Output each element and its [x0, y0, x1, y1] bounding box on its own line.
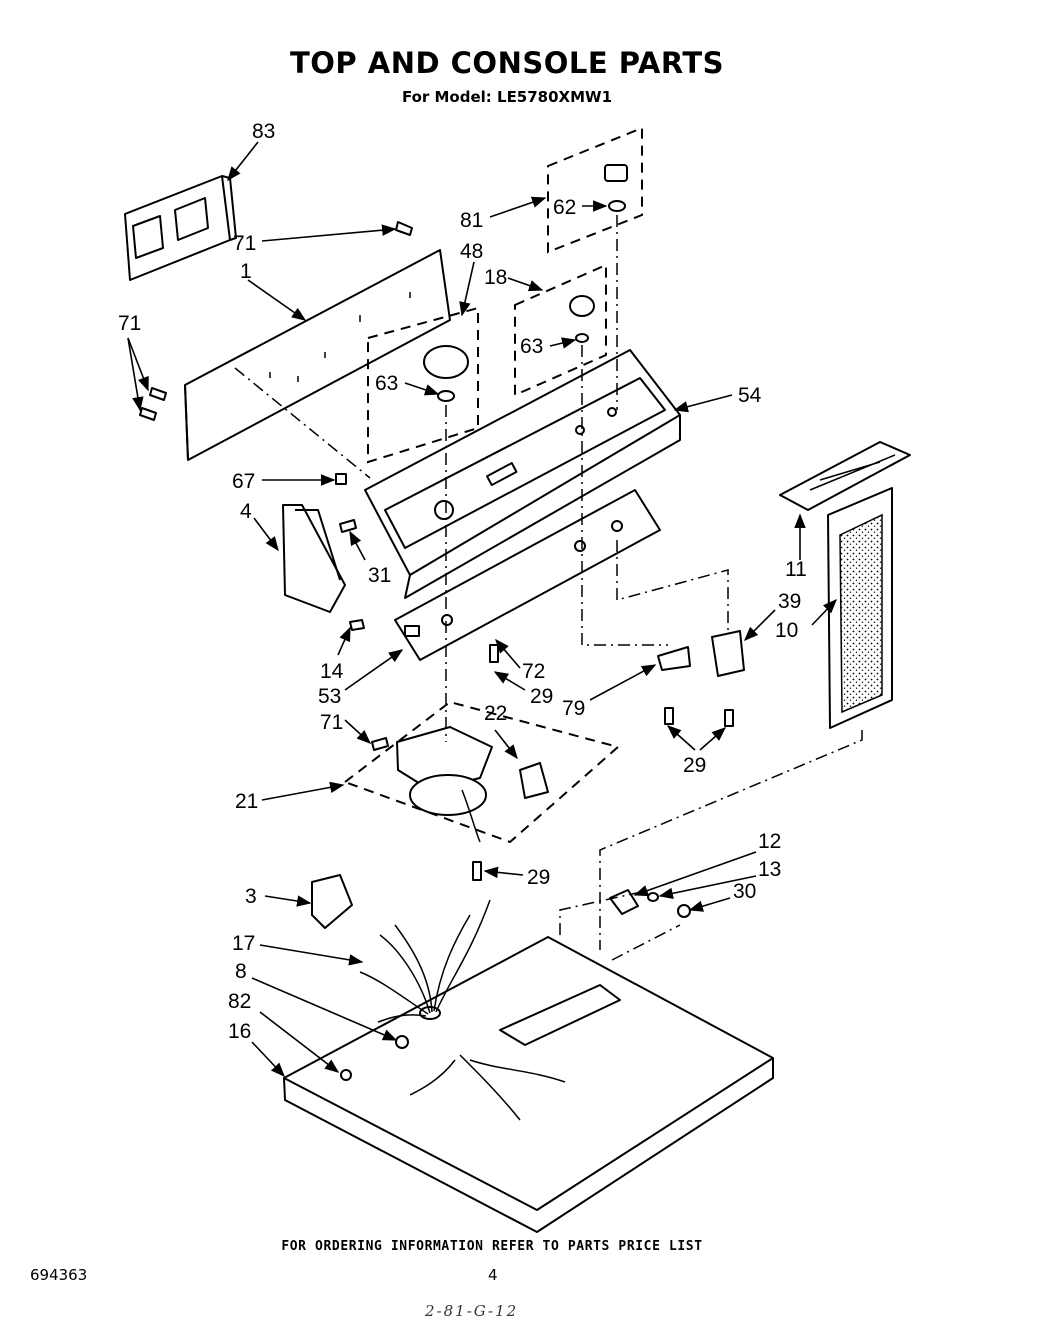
part-18-knob-group [514, 263, 607, 397]
callout-18: 18 [484, 266, 507, 289]
callout-29: 29 [527, 866, 550, 889]
part-79-switch [657, 646, 691, 671]
page-number: 4 [488, 1266, 498, 1284]
part-12-13-30-hardware [609, 889, 691, 918]
callout-29: 29 [683, 754, 706, 777]
part-10-filter-housing [827, 487, 893, 729]
handwritten-mark: 2-81-G-12 [425, 1302, 519, 1320]
callout-31: 31 [368, 564, 391, 587]
assembly-lines [234, 215, 863, 961]
callout-54: 54 [738, 384, 762, 407]
callout-72: 72 [522, 660, 545, 683]
callout-83: 83 [252, 120, 275, 143]
callout-11: 11 [785, 558, 807, 581]
model-subtitle: For Model: LE5780XMW1 [401, 88, 613, 106]
callout-62: 62 [553, 196, 576, 219]
callout-17: 17 [232, 932, 255, 955]
callout-71: 71 [233, 232, 256, 255]
part-83-end-bracket [124, 175, 237, 281]
part-21-timer-group [342, 700, 621, 844]
page-title: TOP AND CONSOLE PARTS [289, 46, 725, 80]
callout-63: 63 [375, 372, 398, 395]
callout-numbers: 83 71 1 71 48 81 62 18 63 63 54 67 4 31 … [118, 120, 807, 1043]
part-1-rear-panel [184, 249, 451, 461]
callout-4: 4 [240, 500, 252, 523]
part-3-wire-clip [311, 874, 353, 929]
callout-21: 21 [235, 790, 258, 813]
callout-39: 39 [778, 590, 801, 613]
callout-30: 30 [733, 880, 756, 903]
callout-71: 71 [118, 312, 141, 335]
callout-16: 16 [228, 1020, 251, 1043]
callout-14: 14 [320, 660, 344, 683]
leader-arrows [127, 141, 837, 1078]
part-17-wiring-harness [359, 899, 566, 1121]
part-48-knob-group [367, 306, 479, 464]
callout-29: 29 [530, 685, 553, 708]
part-39-switch [711, 630, 745, 677]
part-54-control-panel [364, 349, 681, 599]
callout-8: 8 [235, 960, 247, 983]
part-11-lint-screen [779, 441, 911, 511]
document-number: 694363 [30, 1266, 88, 1284]
ordering-note: FOR ORDERING INFORMATION REFER TO PARTS … [281, 1239, 703, 1254]
callout-13: 13 [758, 858, 781, 881]
part-16-top-panel [283, 936, 774, 1233]
part-53-support-bracket [394, 489, 661, 661]
screws [139, 221, 734, 881]
callout-10: 10 [775, 619, 798, 642]
callout-67: 67 [232, 470, 255, 493]
part-81-knob-group [547, 126, 643, 254]
part-4-end-cap [282, 504, 346, 613]
callout-63: 63 [520, 335, 543, 358]
callout-82: 82 [228, 990, 251, 1013]
callout-22: 22 [484, 702, 507, 725]
callout-12: 12 [758, 830, 781, 853]
callout-3: 3 [245, 885, 257, 908]
callout-81: 81 [460, 209, 483, 232]
callout-71: 71 [320, 711, 343, 734]
callout-1: 1 [240, 260, 252, 283]
callout-53: 53 [318, 685, 341, 708]
callout-48: 48 [460, 240, 483, 263]
callout-79: 79 [562, 697, 585, 720]
